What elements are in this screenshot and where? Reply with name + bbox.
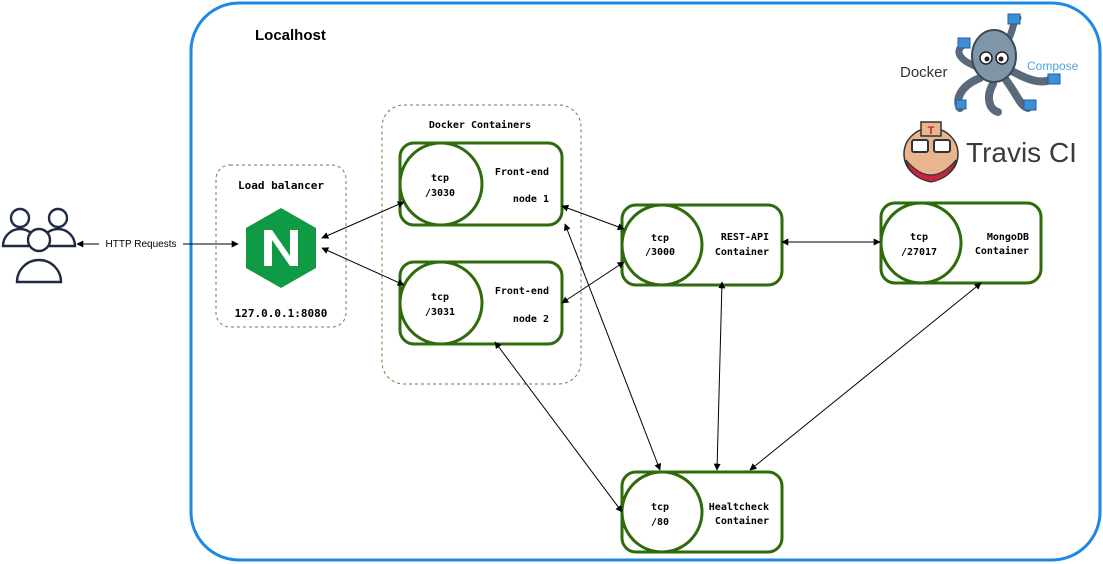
healthcheck-subname: Container xyxy=(715,515,769,527)
http-requests-label: HTTP Requests xyxy=(106,239,177,250)
healthcheck-port-number: /80 xyxy=(651,517,669,528)
docker-compose-compose-label: Compose xyxy=(1027,59,1079,73)
mongodb-name: MongoDB xyxy=(987,232,1029,243)
edge-frontend1-restapi xyxy=(561,204,625,231)
travis-ci-label: Travis CI xyxy=(966,137,1077,168)
edge-frontend2-healthcheck xyxy=(494,341,623,513)
rest-api-container: tcp /3000 REST-API Container xyxy=(620,203,784,287)
frontend-node-2-name: Front-end xyxy=(495,286,549,297)
localhost-boundary xyxy=(189,1,1102,562)
travis-mascot-icon: T xyxy=(903,121,959,183)
healthcheck-port-protocol: tcp xyxy=(651,502,669,513)
rest-api-subname: Container xyxy=(715,246,769,258)
rest-api-name: REST-API xyxy=(721,232,769,243)
frontend-node-2-port-number: /3031 xyxy=(425,307,455,318)
docker-containers-title: Docker Containers xyxy=(429,119,531,131)
load-balancer-title: Load balancer xyxy=(238,179,324,192)
frontend-node-2-subname: node 2 xyxy=(513,314,549,325)
edge-label-bg xyxy=(99,237,183,250)
edge-restapi-healthcheck xyxy=(713,281,726,471)
frontend-node-1-name: Front-end xyxy=(495,167,549,178)
frontend-node-1-subname: node 1 xyxy=(513,194,549,205)
healthcheck-container: tcp /80 Healtcheck Container xyxy=(620,470,784,554)
edge-lb-frontend1 xyxy=(321,201,405,239)
frontend-node-2: tcp /3031 Front-end node 2 xyxy=(398,260,564,346)
mongodb-subname: Container xyxy=(975,245,1029,257)
edge-lb-frontend2 xyxy=(321,247,405,286)
docker-compose-logo: Docker Compose xyxy=(900,13,1079,116)
octopus-icon xyxy=(954,13,1061,116)
frontend-node-2-port-protocol: tcp xyxy=(431,292,449,303)
localhost-title: Localhost xyxy=(255,27,326,44)
rest-api-port-protocol: tcp xyxy=(651,233,669,244)
edges xyxy=(76,201,982,513)
docker-compose-docker-label: Docker xyxy=(900,64,948,81)
travis-ci-logo: T Travis CI xyxy=(903,121,1077,183)
nginx-icon xyxy=(246,208,316,288)
mongodb-port-number: /27017 xyxy=(901,247,937,258)
svg-text:T: T xyxy=(928,125,935,137)
users-icon xyxy=(1,207,77,284)
rest-api-port-number: /3000 xyxy=(645,247,675,258)
mongodb-port-protocol: tcp xyxy=(910,232,928,243)
edge-mongodb-healthcheck xyxy=(749,282,982,471)
healthcheck-name: Healtcheck xyxy=(709,502,769,513)
frontend-node-1-port-protocol: tcp xyxy=(431,173,449,184)
load-balancer-address: 127.0.0.1:8080 xyxy=(235,307,328,320)
mongodb-container: tcp /27017 MongoDB Container xyxy=(879,201,1043,285)
frontend-node-1: tcp /3030 Front-end node 1 xyxy=(398,141,564,227)
frontend-node-1-port-number: /3030 xyxy=(425,188,455,199)
